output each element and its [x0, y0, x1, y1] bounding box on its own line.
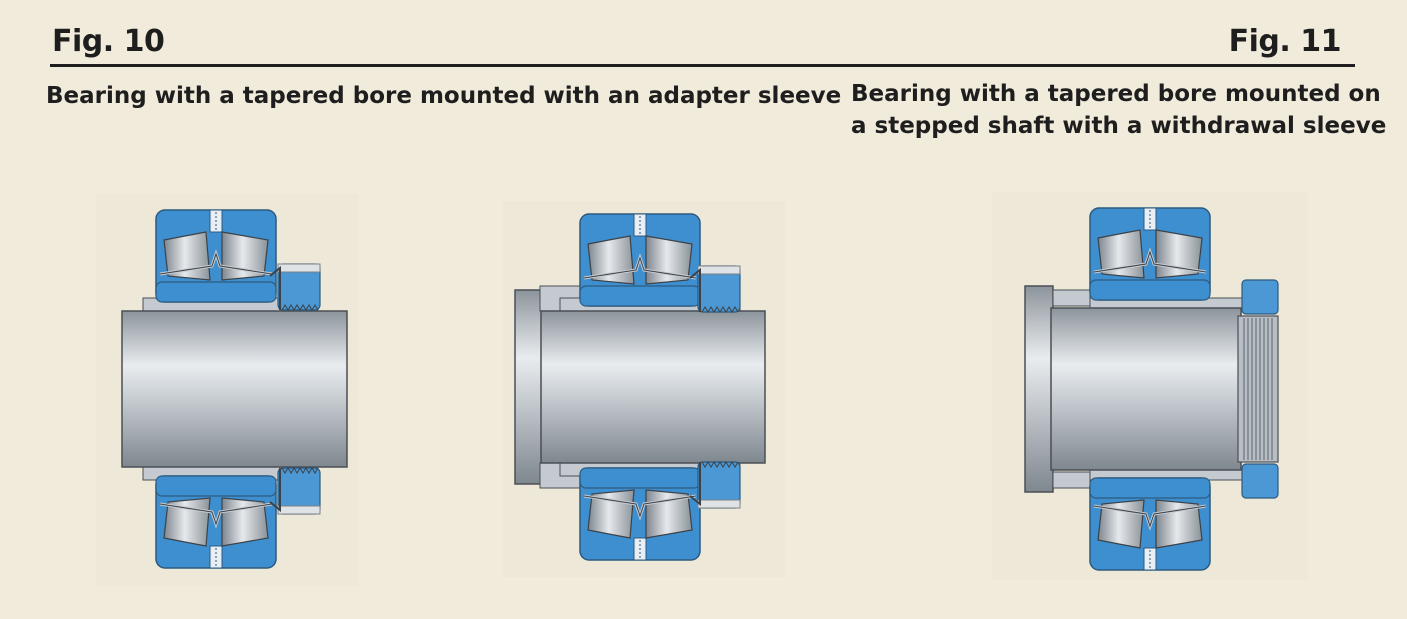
- drawing-adapter-sleeve-stepped: [514, 212, 766, 562]
- fig-11-label: Fig. 11: [1228, 24, 1342, 59]
- fig-10-label: Fig. 10: [52, 24, 165, 59]
- fig-10-caption: Bearing with a tapered bore mounted with…: [46, 83, 842, 109]
- fig-11-caption: Bearing with a tapered bore mounted on a…: [851, 81, 1387, 139]
- drawing-withdrawal-sleeve: [1024, 206, 1279, 572]
- drawing-adapter-sleeve: [121, 208, 348, 570]
- header-rule: [50, 64, 1355, 67]
